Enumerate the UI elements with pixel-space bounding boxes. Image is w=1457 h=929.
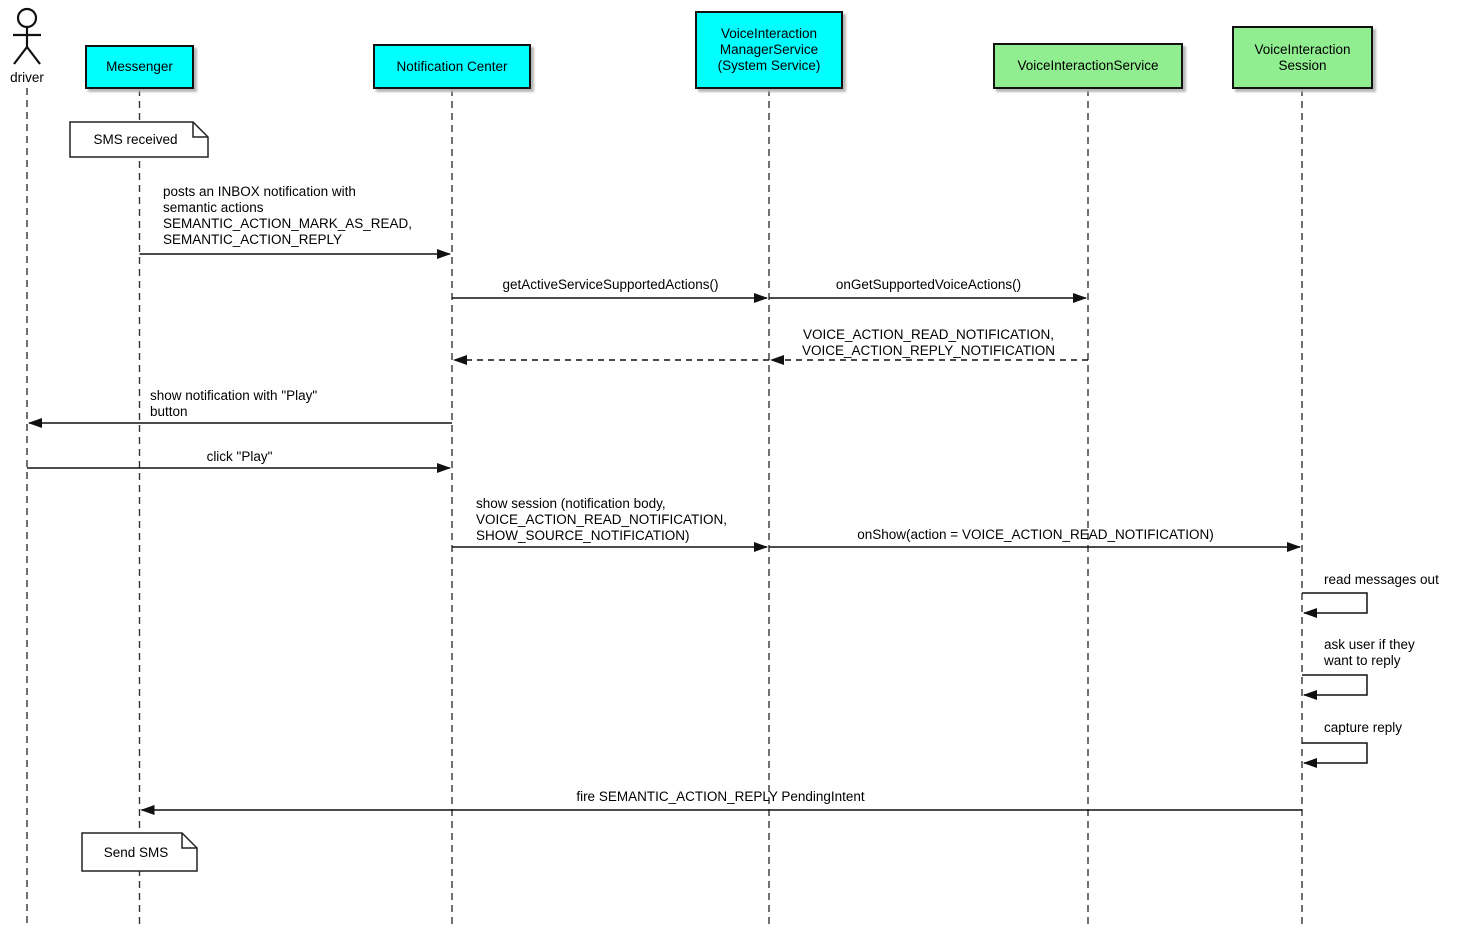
message-capture-reply: capture reply [1324,720,1403,735]
participant-notification-center: Notification Center [373,44,531,89]
lifelines [26,88,1303,928]
participant-vims-label-line2: ManagerService [719,42,819,57]
message-show-notification-line1: show notification with "Play" [150,388,318,403]
message-ask-user-line1: ask user if they [1324,637,1415,652]
message-show-notification-line2: button [150,404,188,419]
participant-vis-label: VoiceInteractionService [1017,58,1159,73]
note-send-sms-fold-icon [181,833,197,849]
message-post-inbox-line2: semantic actions [163,200,264,215]
participant-messenger-label: Messenger [106,59,173,74]
actor-icon [13,7,41,65]
arrow-ask-user-self [1302,674,1368,700]
note-send-sms-shape [81,832,198,872]
message-on-show: onShow(action = VOICE_ACTION_READ_NOTIFI… [857,527,1214,542]
participant-voiceinteractionservice: VoiceInteractionService [993,43,1183,89]
actor-label: driver [10,70,44,85]
participant-visession-label-line2: Session [1278,57,1327,73]
participant-vims-label-line1: VoiceInteraction [720,26,818,41]
message-click-play: click "Play" [206,449,273,464]
participant-voiceinteraction-session: VoiceInteraction Session [1232,26,1373,89]
note-sms-received-fold-icon [192,122,208,138]
message-read-messages: read messages out [1324,572,1439,587]
message-post-inbox-line3: SEMANTIC_ACTION_MARK_AS_READ, [163,216,413,231]
arrow-read-messages-self [1302,592,1368,618]
message-show-session-line3: SHOW_SOURCE_NOTIFICATION) [476,528,690,543]
message-fire-reply: fire SEMANTIC_ACTION_REPLY PendingIntent [576,789,865,804]
participant-notification-center-label: Notification Center [396,58,508,74]
participant-visession-label-line1: VoiceInteraction [1254,41,1351,57]
note-sms-received-shape [69,121,209,158]
message-post-inbox: posts an INBOX notification with semanti… [163,184,412,248]
message-ask-user-line2: want to reply [1324,653,1401,668]
participant-messenger: Messenger [85,45,194,89]
message-show-session-line1: show session (notification body, [476,496,666,511]
note-sms-received: SMS received [93,132,178,147]
message-on-get-actions: onGetSupportedVoiceActions() [835,277,1022,292]
message-show-notification: show notification with "Play" button [150,388,317,420]
participant-vims-label-line3: (System Service) [717,58,821,73]
message-get-actions: getActiveServiceSupportedActions() [502,277,719,292]
message-post-inbox-line4: SEMANTIC_ACTION_REPLY [163,232,343,247]
message-ask-user: ask user if they want to reply [1324,637,1415,669]
participant-voiceinteraction-managerservice: VoiceInteraction ManagerService (System … [695,11,843,89]
message-show-session: show session (notification body, VOICE_A… [476,496,727,544]
message-post-inbox-line1: posts an INBOX notification with [163,184,356,199]
message-show-session-line2: VOICE_ACTION_READ_NOTIFICATION, [476,512,728,527]
message-return-actions-line2: VOICE_ACTION_REPLY_NOTIFICATION [801,342,1056,358]
arrow-capture-reply-self [1302,742,1368,768]
message-return-actions-line1: VOICE_ACTION_READ_NOTIFICATION, [802,327,1055,342]
message-return-actions: VOICE_ACTION_READ_NOTIFICATION, VOICE_AC… [769,327,1088,358]
note-send-sms: Send SMS [103,844,169,860]
